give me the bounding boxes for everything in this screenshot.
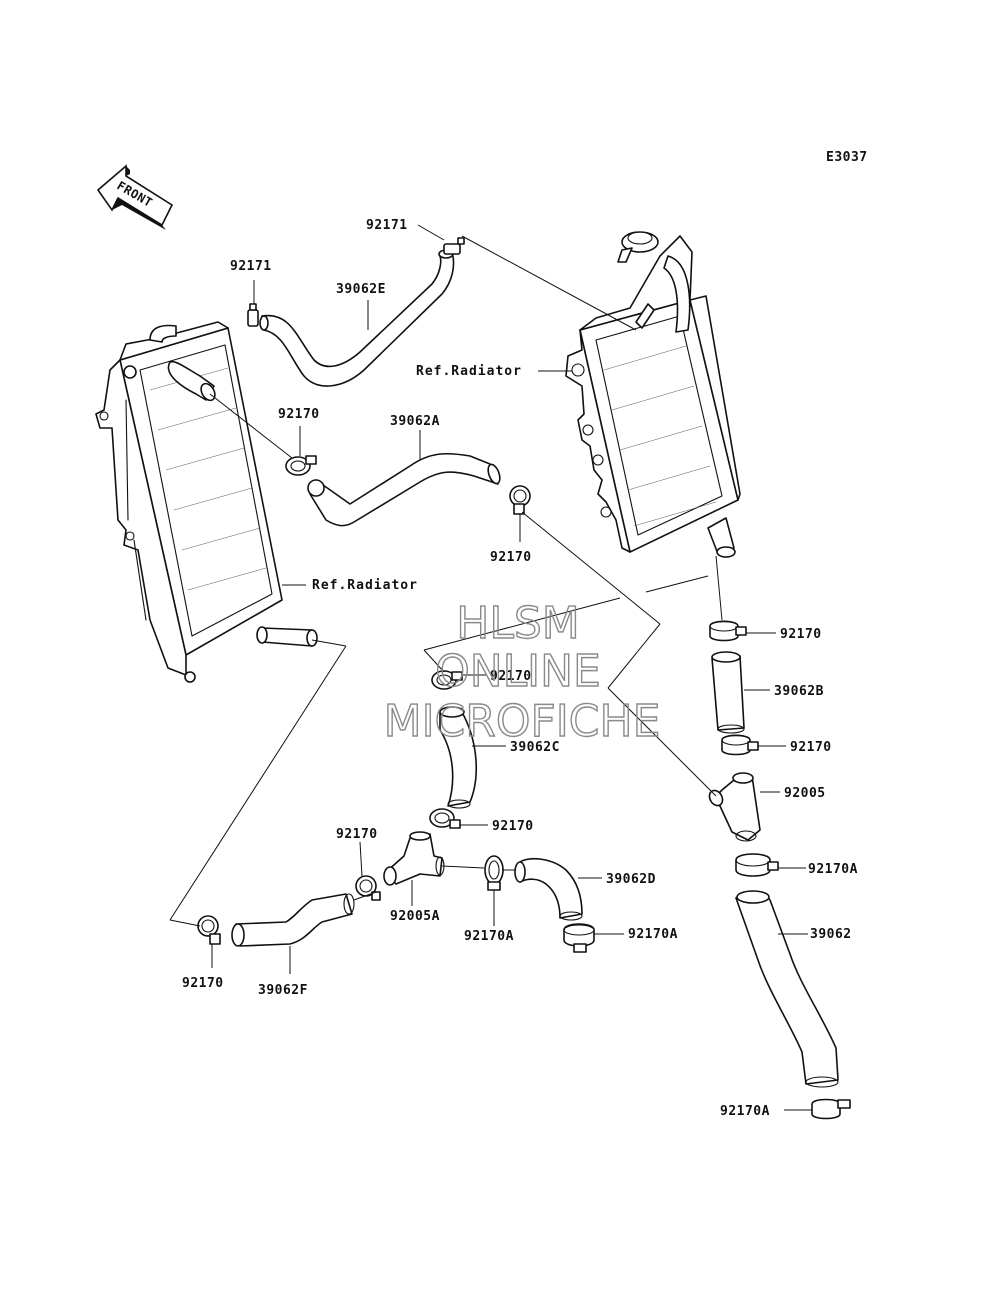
diagram-code: E3037 bbox=[826, 150, 868, 165]
label-92171-top: 92171 bbox=[366, 218, 408, 233]
label-39062D: 39062D bbox=[606, 872, 656, 887]
watermark-line2: ONLINE bbox=[435, 646, 601, 697]
clamp-92171-top bbox=[443, 237, 465, 255]
hose-39062A bbox=[307, 452, 501, 527]
clamp-92170-d bbox=[721, 734, 759, 756]
joint-92005 bbox=[708, 772, 761, 842]
clamp-92171-left bbox=[247, 303, 259, 327]
hose-39062D bbox=[514, 857, 583, 921]
label-39062: 39062 bbox=[810, 927, 852, 942]
watermark-line1: HLSM bbox=[456, 598, 580, 649]
label-92170-a: 92170 bbox=[278, 407, 320, 422]
clamp-92170A-c bbox=[563, 923, 595, 953]
left-radiator bbox=[95, 321, 318, 683]
watermark: HLSM ONLINE MICROFICHE bbox=[383, 597, 661, 747]
label-92170-b: 92170 bbox=[490, 550, 532, 565]
hose-39062B bbox=[711, 651, 745, 734]
clamp-92170-a bbox=[285, 455, 317, 476]
label-92170-h: 92170 bbox=[182, 976, 224, 991]
label-ref-radiator-left: Ref.Radiator bbox=[312, 578, 418, 593]
clamp-92170-c bbox=[709, 620, 747, 642]
hose-39062F bbox=[231, 893, 355, 947]
label-92005: 92005 bbox=[784, 786, 826, 801]
label-92170-c: 92170 bbox=[780, 627, 822, 642]
label-92170-d: 92170 bbox=[790, 740, 832, 755]
label-92171-left: 92171 bbox=[230, 259, 272, 274]
label-ref-radiator-right: Ref.Radiator bbox=[416, 364, 522, 379]
front-arrow-icon: FRONT bbox=[96, 164, 174, 230]
clamp-92170A-d bbox=[811, 1098, 851, 1120]
clamp-92170-e bbox=[431, 670, 463, 690]
label-39062B: 39062B bbox=[774, 684, 824, 699]
label-92170-e: 92170 bbox=[490, 669, 532, 684]
label-39062C: 39062C bbox=[510, 740, 560, 755]
clamp-92170-f bbox=[429, 808, 461, 829]
label-92170A-a: 92170A bbox=[808, 862, 858, 877]
clamp-92170A-a bbox=[735, 853, 779, 877]
watermark-line3: MICROFICHE bbox=[384, 696, 661, 747]
label-92005A: 92005A bbox=[390, 909, 440, 924]
label-92170-f: 92170 bbox=[492, 819, 534, 834]
right-radiator bbox=[565, 231, 741, 558]
clamp-92170A-b bbox=[484, 855, 504, 891]
clamp-92170-b bbox=[509, 485, 531, 515]
label-92170A-b: 92170A bbox=[464, 929, 514, 944]
clamp-92170-h bbox=[197, 915, 221, 945]
label-92170A-c: 92170A bbox=[628, 927, 678, 942]
label-39062A: 39062A bbox=[390, 414, 440, 429]
label-39062E: 39062E bbox=[336, 282, 386, 297]
clamp-92170-g bbox=[355, 875, 381, 901]
hose-39062C bbox=[439, 706, 478, 809]
label-92170A-d: 92170A bbox=[720, 1104, 770, 1119]
label-92170-g: 92170 bbox=[336, 827, 378, 842]
label-39062F: 39062F bbox=[258, 983, 308, 998]
leader-lines bbox=[169, 224, 812, 1111]
hose-39062 bbox=[735, 890, 839, 1088]
joint-92005A bbox=[383, 831, 445, 886]
